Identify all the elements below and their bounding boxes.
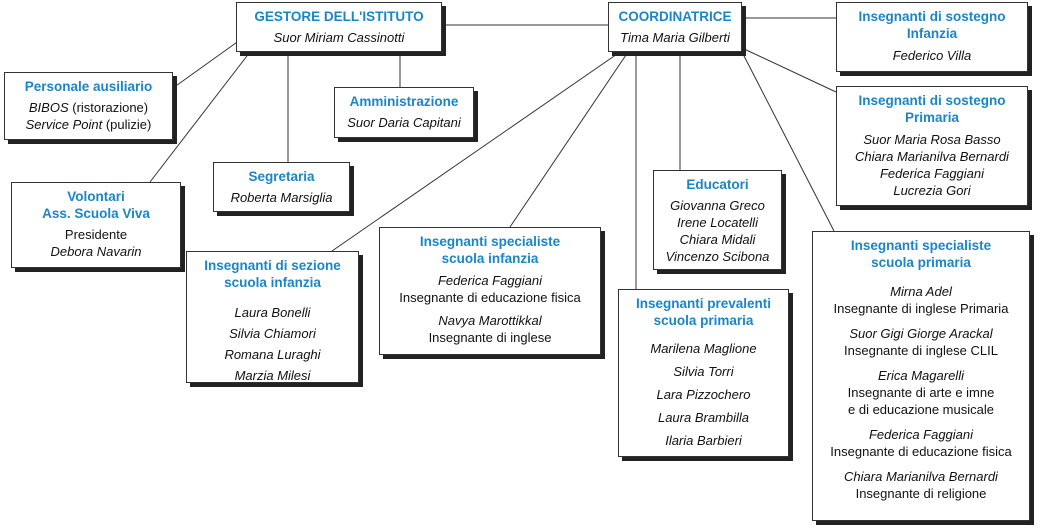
- sezione-infanzia-box: Insegnanti di sezione scuola infanzia La…: [186, 251, 359, 383]
- specialiste-primaria-role: Insegnante di arte e imne: [847, 385, 995, 400]
- specialiste-infanzia-name: Navya Marottikkal: [438, 313, 542, 328]
- specialiste-primaria-title-1: Insegnanti specialiste: [850, 238, 992, 253]
- specialiste-primaria-role: Insegnante di educazione fisica: [830, 444, 1012, 459]
- ausiliario-title: Personale ausiliario: [24, 79, 153, 94]
- specialiste-primaria-role: Insegnante di inglese Primaria: [833, 301, 1009, 316]
- specialiste-primaria-box: Insegnanti specialiste scuola primaria M…: [812, 231, 1030, 521]
- ausiliario-row-role: (pulizie): [102, 117, 152, 132]
- gestore-title: GESTORE DELL'ISTITUTO: [254, 9, 424, 24]
- ausiliario-row-name: BIBOS: [28, 100, 69, 115]
- amministrazione-box: Amministrazione Suor Daria Capitani: [334, 87, 474, 138]
- volontari-role: Presidente: [64, 227, 128, 242]
- prevalenti-primaria-name: Ilaria Barbieri: [665, 433, 742, 448]
- sostegno-primaria-name: Lucrezia Gori: [893, 183, 971, 198]
- coordinatrice-name: Tima Maria Gilberti: [620, 30, 730, 45]
- sostegno-primaria-title-1: Insegnanti di sostegno: [858, 93, 1006, 108]
- connector-coord-specialiste-primaria: [741, 51, 835, 232]
- sostegno-infanzia-title-2: Infanzia: [906, 26, 958, 41]
- specialiste-primaria-name: Federica Faggiani: [868, 427, 974, 442]
- sostegno-primaria-box: Insegnanti di sostegno Primaria Suor Mar…: [836, 86, 1028, 206]
- connector-gestore-ausiliario: [172, 39, 241, 89]
- connector-coord-sezione-infanzia: [331, 51, 621, 252]
- amministrazione-title: Amministrazione: [349, 94, 459, 109]
- specialiste-primaria-role: e di educazione musicale: [848, 402, 994, 417]
- ausiliario-row: Service Point (pulizie): [11, 116, 166, 133]
- specialiste-primaria-role: Insegnante di religione: [855, 486, 987, 501]
- amministrazione-name: Suor Daria Capitani: [347, 115, 461, 130]
- sostegno-primaria-name: Suor Maria Rosa Basso: [863, 132, 1001, 147]
- educatori-name: Irene Locatelli: [677, 215, 758, 230]
- connector-coord-specialiste-infanzia: [509, 51, 629, 228]
- specialiste-infanzia-role: Insegnante di educazione fisica: [399, 290, 581, 305]
- ausiliario-row-role: (ristorazione): [68, 100, 149, 115]
- prevalenti-primaria-box: Insegnanti prevalenti scuola primaria Ma…: [618, 289, 789, 457]
- educatori-title: Educatori: [686, 177, 749, 192]
- specialiste-primaria-name: Suor Gigi Giorge Arackal: [849, 326, 993, 341]
- educatori-name: Vincenzo Scibona: [665, 249, 770, 264]
- coordinatrice-box: COORDINATRICE Tima Maria Gilberti: [608, 2, 742, 52]
- specialiste-primaria-title-2: scuola primaria: [871, 255, 971, 270]
- sostegno-infanzia-name: Federico Villa: [892, 48, 972, 63]
- prevalenti-primaria-name: Marilena Maglione: [650, 341, 757, 356]
- sostegno-primaria-name: Chiara Marianilva Bernardi: [855, 149, 1009, 164]
- sezione-infanzia-title-1: Insegnanti di sezione: [204, 258, 341, 273]
- sostegno-primaria-title-2: Primaria: [904, 110, 960, 125]
- segreteria-name: Roberta Marsiglia: [230, 190, 333, 205]
- prevalenti-primaria-name: Lara Pizzochero: [656, 387, 751, 402]
- educatori-box: Educatori Giovanna Greco Irene Locatelli…: [653, 170, 782, 270]
- volontari-title-2: Ass. Scuola Viva: [42, 206, 150, 221]
- prevalenti-primaria-name: Laura Brambilla: [657, 410, 750, 425]
- specialiste-infanzia-name: Federica Faggiani: [437, 273, 543, 288]
- specialiste-primaria-name: Chiara Marianilva Bernardi: [844, 469, 998, 484]
- educatori-name: Giovanna Greco: [670, 198, 765, 213]
- ausiliario-row-name: Service Point: [25, 117, 103, 132]
- specialiste-infanzia-box: Insegnanti specialiste scuola infanzia F…: [379, 227, 601, 355]
- educatori-name: Chiara Midali: [679, 232, 756, 247]
- connector-coord-sostegno-primaria: [741, 47, 837, 93]
- gestore-name: Suor Miriam Cassinotti: [273, 30, 405, 45]
- sezione-infanzia-name: Silvia Chiamori: [229, 326, 316, 341]
- specialiste-infanzia-role: Insegnante di inglese: [428, 330, 552, 345]
- prevalenti-primaria-title-2: scuola primaria: [653, 313, 754, 328]
- volontari-name: Debora Navarin: [50, 244, 142, 259]
- volontari-title-1: Volontari: [67, 189, 125, 204]
- segreteria-title: Segretaria: [248, 169, 315, 184]
- coordinatrice-title: COORDINATRICE: [618, 9, 732, 24]
- connector-gestore-volontari: [149, 51, 251, 183]
- prevalenti-primaria-title-1: Insegnanti prevalenti: [635, 296, 772, 311]
- ausiliario-row: BIBOS (ristorazione): [11, 99, 166, 116]
- sezione-infanzia-name: Romana Luraghi: [224, 347, 321, 362]
- specialiste-infanzia-title-1: Insegnanti specialiste: [419, 234, 561, 249]
- prevalenti-primaria-name: Silvia Torri: [673, 364, 734, 379]
- ausiliario-box: Personale ausiliario BIBOS (ristorazione…: [4, 72, 173, 140]
- specialiste-primaria-name: Mirna Adel: [890, 284, 952, 299]
- sostegno-infanzia-title-1: Insegnanti di sostegno: [858, 9, 1006, 24]
- segreteria-box: Segretaria Roberta Marsiglia: [213, 162, 350, 212]
- specialiste-primaria-role: Insegnante di inglese CLIL: [844, 343, 998, 358]
- specialiste-primaria-name: Erica Magarelli: [878, 368, 964, 383]
- sezione-infanzia-name: Marzia Milesi: [234, 368, 311, 383]
- sostegno-primaria-name: Federica Faggiani: [879, 166, 985, 181]
- sezione-infanzia-name: Laura Bonelli: [234, 305, 311, 320]
- volontari-box: Volontari Ass. Scuola Viva Presidente De…: [11, 182, 181, 268]
- sezione-infanzia-title-2: scuola infanzia: [224, 275, 321, 290]
- specialiste-infanzia-title-2: scuola infanzia: [441, 251, 539, 266]
- gestore-box: GESTORE DELL'ISTITUTO Suor Miriam Cassin…: [236, 2, 442, 52]
- sostegno-infanzia-box: Insegnanti di sostegno Infanzia Federico…: [836, 2, 1028, 72]
